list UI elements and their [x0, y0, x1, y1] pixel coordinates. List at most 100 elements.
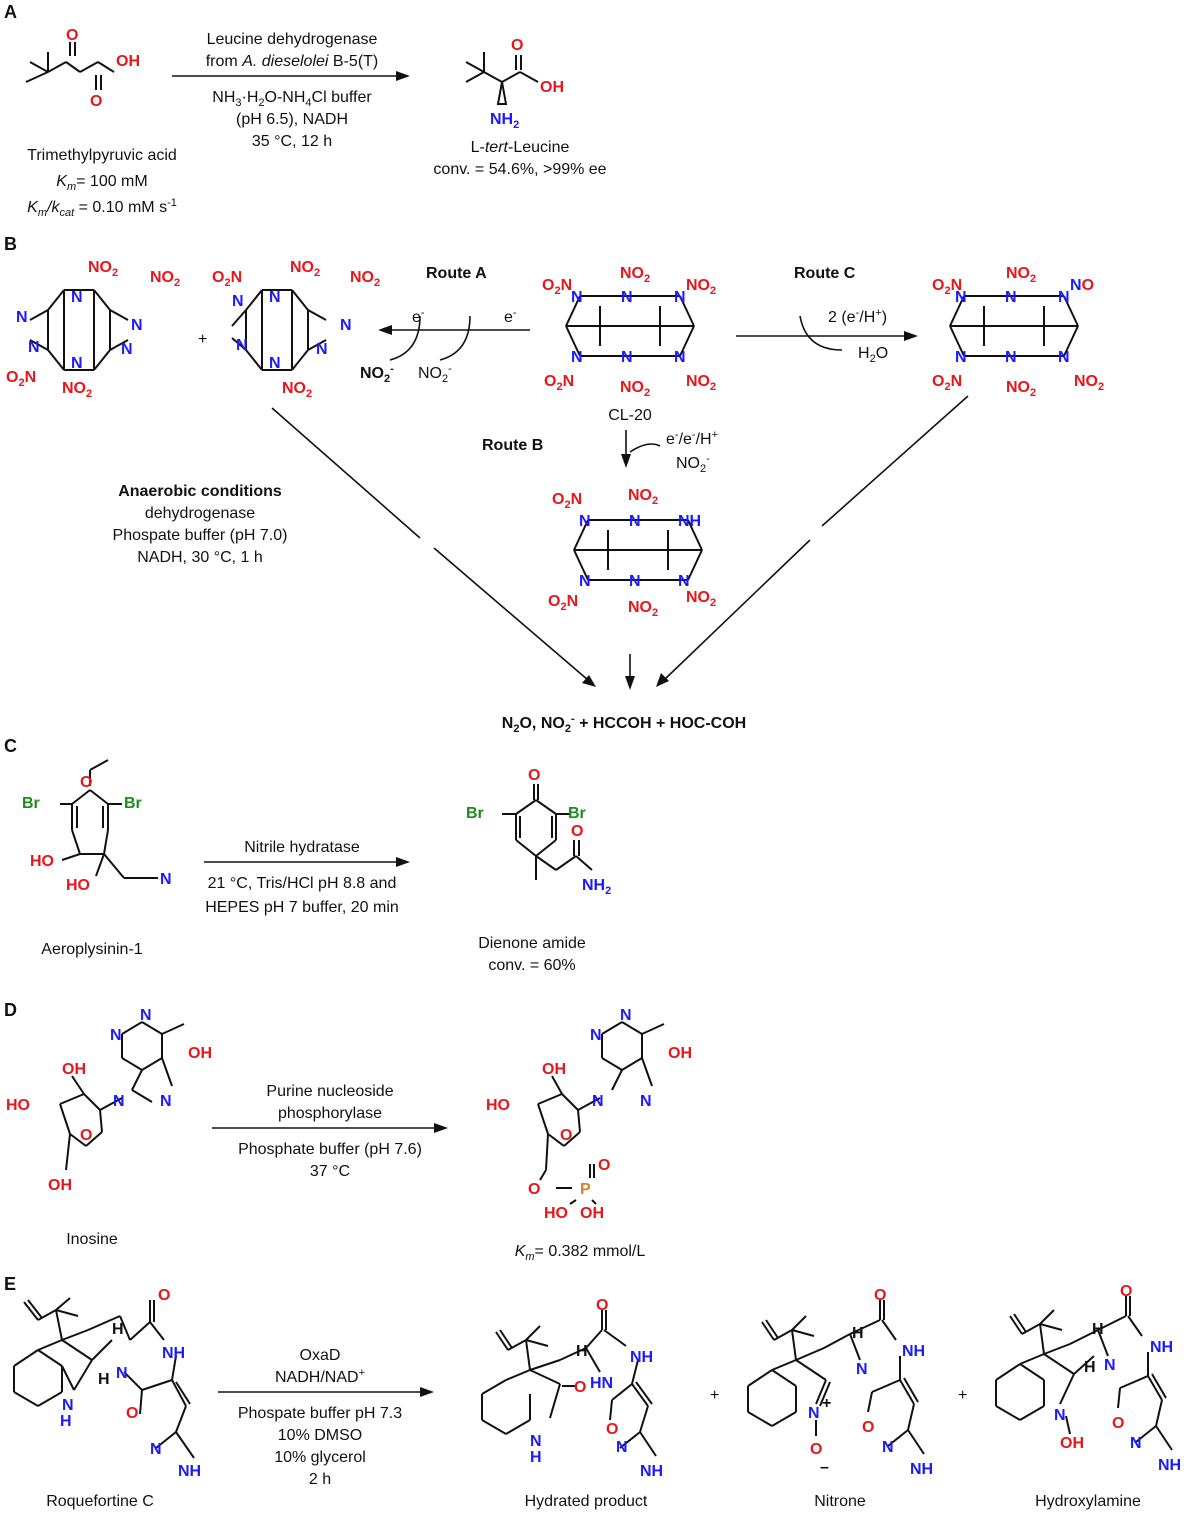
svg-text:O2N: O2N	[212, 269, 242, 289]
svg-text:O: O	[528, 767, 540, 784]
condition-a-3: 35 °C, 12 h	[252, 133, 332, 150]
condition-a-2: (pH 6.5), NADH	[236, 111, 348, 128]
svg-text:N: N	[1058, 289, 1070, 306]
condition-e-1: Phospate buffer pH 7.3	[238, 1405, 402, 1422]
svg-text:O2N: O2N	[6, 369, 36, 389]
svg-text:N: N	[620, 1007, 632, 1024]
svg-text:H: H	[576, 1343, 588, 1360]
svg-text:NH: NH	[1150, 1339, 1173, 1356]
product-name-e-1: Hydrated product	[525, 1493, 648, 1510]
panel-label-e: E	[4, 1274, 16, 1294]
km-kcat-value-a: Km/kcat = 0.10 mM s-1	[27, 197, 177, 219]
svg-text:OH: OH	[1060, 1435, 1084, 1452]
svg-text:N: N	[131, 317, 143, 334]
panel-label-c: C	[4, 736, 17, 756]
svg-text:N: N	[616, 1439, 628, 1456]
svg-text:N: N	[269, 289, 281, 306]
svg-text:NO2: NO2	[282, 380, 312, 400]
svg-text:O: O	[574, 1379, 586, 1396]
svg-text:H: H	[1084, 1359, 1096, 1376]
svg-text:N: N	[882, 1439, 894, 1456]
svg-text:NO2: NO2	[62, 380, 92, 400]
reagent-d-2: phosphorylase	[278, 1105, 382, 1122]
product-name-a: L-tert-Leucine	[471, 139, 570, 156]
svg-text:–: –	[820, 1459, 829, 1476]
svg-text:N: N	[579, 513, 591, 530]
dinitro-product-1	[29, 289, 129, 371]
svg-text:NO2-: NO2-	[676, 453, 710, 475]
svg-text:e-: e-	[412, 307, 425, 326]
svg-text:NO2: NO2	[1074, 373, 1104, 393]
svg-text:Br: Br	[466, 805, 484, 822]
svg-text:Br: Br	[22, 795, 40, 812]
svg-text:NO2: NO2	[620, 265, 650, 285]
svg-text:N: N	[62, 1397, 74, 1414]
svg-text:N: N	[629, 573, 641, 590]
cl20-label: CL-20	[608, 407, 652, 424]
svg-text:N: N	[160, 871, 172, 888]
svg-text:N: N	[1104, 1357, 1116, 1374]
svg-text:H: H	[112, 1321, 124, 1338]
svg-text:OH: OH	[542, 1061, 566, 1078]
svg-text:N: N	[592, 1093, 604, 1110]
svg-text:N: N	[232, 293, 244, 310]
svg-text:O2N: O2N	[542, 277, 572, 297]
svg-text:NO2: NO2	[350, 269, 380, 289]
svg-text:NH: NH	[902, 1343, 925, 1360]
svg-text:O: O	[571, 823, 583, 840]
svg-text:OH: OH	[668, 1045, 692, 1062]
km-value-d: Km= 0.382 mmol/L	[515, 1243, 646, 1263]
svg-text:N: N	[1005, 349, 1017, 366]
svg-text:N: N	[71, 289, 83, 306]
svg-text:O: O	[874, 1287, 886, 1304]
svg-text:NO2: NO2	[290, 259, 320, 279]
svg-text:O: O	[1112, 1415, 1124, 1432]
hydroxylamine-structure	[995, 1296, 1173, 1451]
reagent-e-1: OxaD	[300, 1347, 341, 1364]
svg-text:NO: NO	[1070, 277, 1094, 294]
substrate-name-d: Inosine	[66, 1231, 118, 1248]
panel-c: C O Br Br HO HO N Aeroplysinin-1	[4, 736, 611, 974]
svg-text:NH: NH	[178, 1463, 201, 1480]
svg-text:N: N	[71, 355, 83, 372]
condition-e-3: 10% glycerol	[274, 1449, 366, 1466]
svg-text:HO: HO	[486, 1097, 510, 1114]
svg-text:O2N: O2N	[552, 491, 582, 511]
svg-text:N: N	[316, 341, 328, 358]
svg-text:O: O	[90, 93, 102, 110]
svg-text:N: N	[629, 513, 641, 530]
roquefortine-c-structure	[13, 1297, 195, 1459]
svg-text:HO: HO	[66, 877, 90, 894]
svg-text:OH: OH	[188, 1045, 212, 1062]
svg-text:N: N	[160, 1093, 172, 1110]
svg-text:N: N	[678, 573, 690, 590]
svg-text:O: O	[66, 27, 78, 44]
plus-e-2: +	[958, 1387, 967, 1404]
aeroplysinin-structure	[60, 759, 150, 879]
substrate-name-a: Trimethylpyruvic acid	[27, 147, 177, 164]
svg-text:N: N	[16, 309, 28, 326]
final-products-b: N2O, NO2- + HCCOH + HOC-COH	[502, 713, 746, 735]
product-name-e-3: Hydroxylamine	[1035, 1493, 1141, 1510]
svg-text:O: O	[862, 1419, 874, 1436]
condition-d-1: Phosphate buffer (pH 7.6)	[238, 1141, 422, 1158]
svg-text:+: +	[822, 1395, 831, 1412]
dienone-amide-structure	[502, 784, 593, 880]
svg-text:N: N	[340, 317, 352, 334]
svg-text:N: N	[571, 289, 583, 306]
km-value-a: Km= 100 mM	[56, 173, 147, 193]
svg-text:N: N	[621, 289, 633, 306]
svg-text:OH: OH	[540, 79, 564, 96]
condition-c-1: 21 °C, Tris/HCl pH 8.8 and	[208, 875, 397, 892]
svg-text:H: H	[530, 1449, 542, 1466]
svg-text:NO2: NO2	[628, 599, 658, 619]
route-a-label: Route A	[426, 265, 487, 282]
svg-text:HO: HO	[30, 853, 54, 870]
svg-text:N: N	[1058, 349, 1070, 366]
product-name-c: Dienone amide	[478, 935, 586, 952]
svg-text:H: H	[60, 1413, 72, 1430]
svg-text:N: N	[140, 1007, 152, 1024]
condition-d-2: 37 °C	[310, 1163, 350, 1180]
svg-text:NH: NH	[678, 513, 701, 530]
svg-text:N: N	[236, 337, 248, 354]
